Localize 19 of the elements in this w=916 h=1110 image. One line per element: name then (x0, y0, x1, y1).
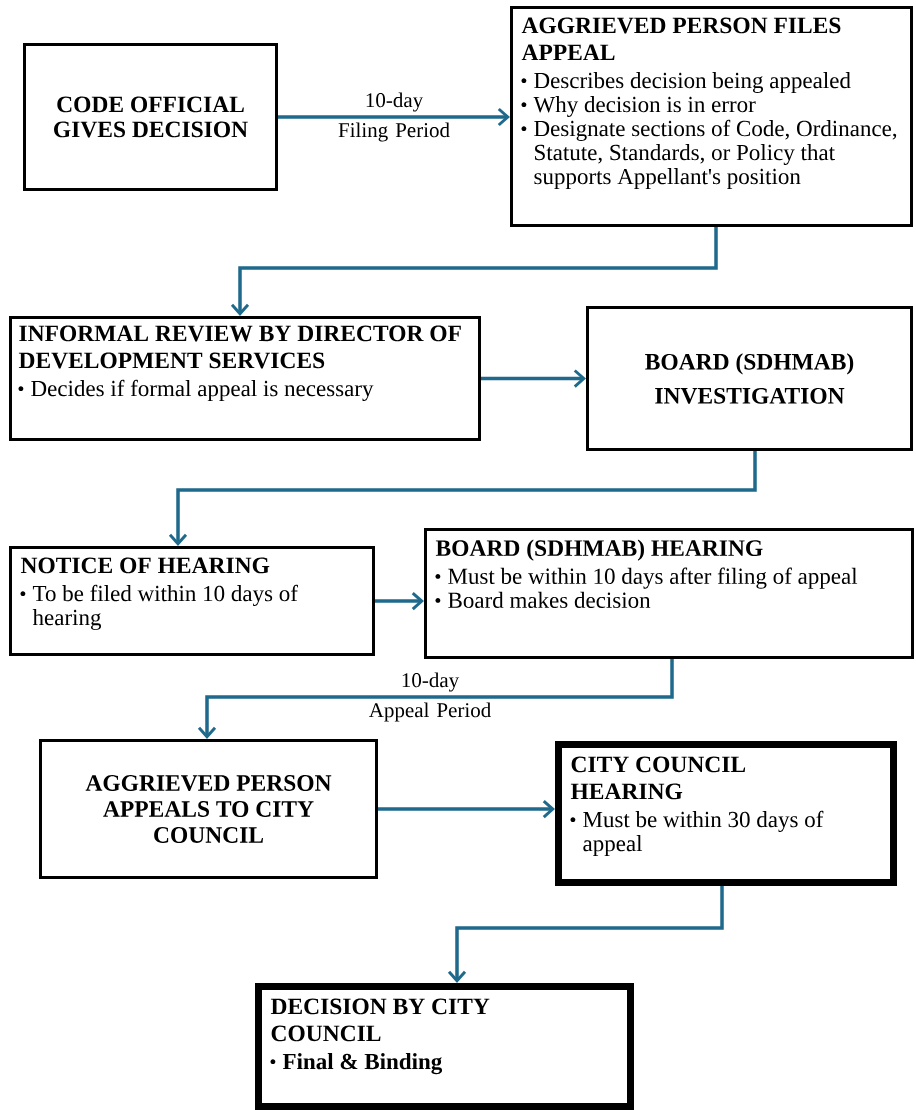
arrow (230, 227, 718, 316)
arrow (375, 591, 424, 611)
process-box: CODE OFFICIAL GIVES DECISION (23, 43, 278, 191)
process-box: DECISION BY CITY COUNCIL Final & Binding (255, 983, 634, 1110)
arrow (168, 451, 757, 546)
arrow (197, 659, 674, 739)
arrow (447, 886, 724, 983)
process-box: INFORMAL REVIEW BY DIRECTOR OF DEVELOPMENT SERVICES Decides if formal appeal is necessary (9, 316, 481, 441)
process-box: NOTICE OF HEARING To be filed within 10 days of hearing (9, 546, 375, 656)
process-box: BOARD (SDHMAB) INVESTIGATION (586, 306, 913, 451)
process-box: AGGRIEVED PERSON APPEALS TO CITY COUNCIL (39, 739, 378, 879)
process-box: BOARD (SDHMAB) HEARING Must be within 10 days after filing of appeal Board makes decision (424, 528, 914, 659)
edge-label: 10-day Filing Period (338, 92, 450, 142)
arrow (378, 799, 555, 819)
arrow (481, 369, 586, 388)
process-box: AGGRIEVED PERSON FILES APPEAL Describes decision being appealed Why decision is in error Designate sections of Code, Ordinance, Statute, Standards, or Policy that supports Appellant's position (510, 6, 913, 227)
arrow (278, 107, 510, 127)
edge-label: 10-day Appeal Period (368, 672, 491, 722)
process-box: CITY COUNCIL HEARING Must be within 30 days of appeal (555, 741, 897, 886)
